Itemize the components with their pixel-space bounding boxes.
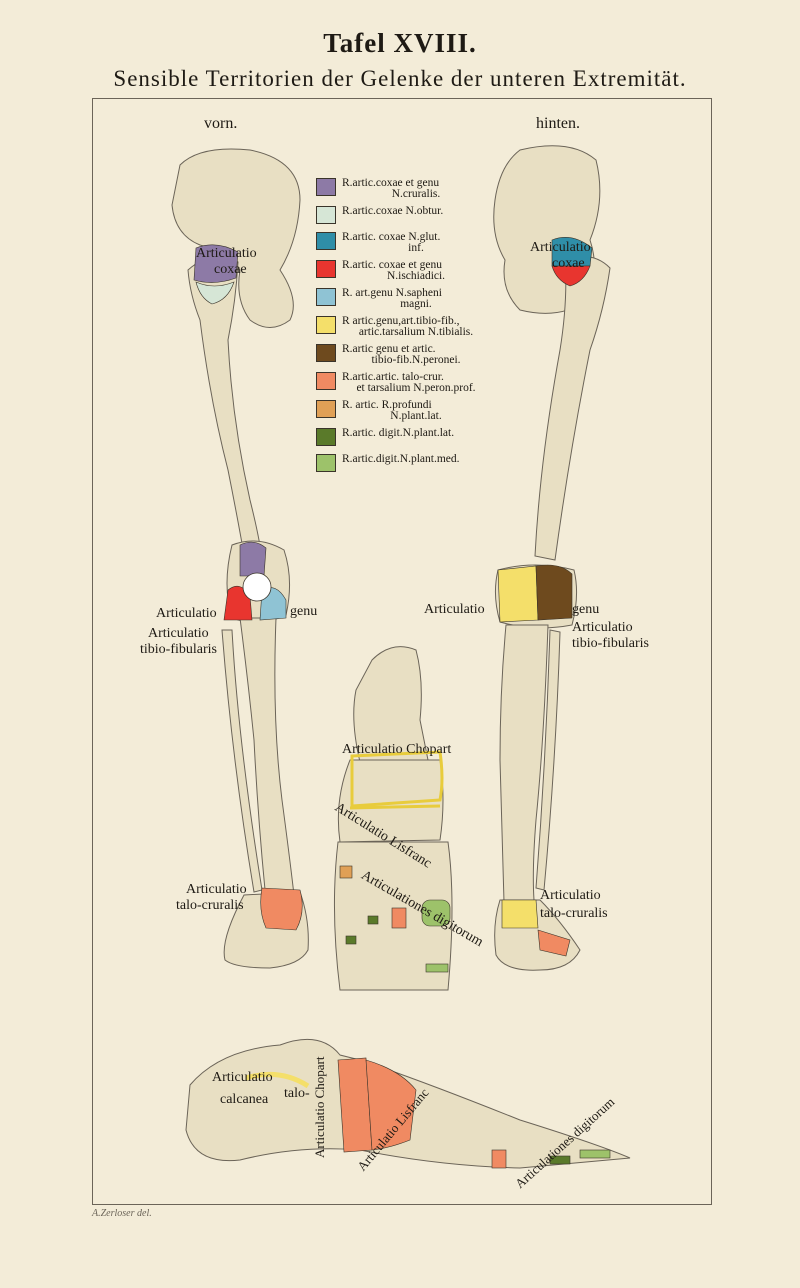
- legend-label: R.artic.coxae et genu: [342, 177, 440, 189]
- plantar-digit-green-1: [421, 899, 451, 927]
- label-coxae-back-2: coxae: [552, 256, 585, 271]
- plantar-digit-orange-2: [339, 865, 353, 879]
- legend-label-line2: tibio-fib.N.peronei.: [371, 354, 461, 366]
- label-chopart: Articulatio Chopart: [342, 742, 452, 757]
- label-side-chopart: Articulatio Chopart: [312, 1056, 327, 1158]
- label-side-talocalc-1: Articulatio: [212, 1070, 273, 1085]
- legend-swatch: [316, 288, 336, 306]
- legend-label: R.artic. digit.N.plant.lat.: [342, 427, 455, 439]
- label-talocrural-back-1: Articulatio: [540, 888, 601, 903]
- label-genu-back-1: Articulatio: [424, 602, 485, 617]
- front-coxae-purple: [193, 244, 239, 283]
- plantar-chopart-yellow: [350, 750, 444, 808]
- legend-label-line2: et tarsalium N.peron.prof.: [356, 382, 476, 394]
- label-tibiofib-back-1: Articulatio: [572, 620, 633, 635]
- label-coxae-front-2: coxae: [214, 262, 247, 277]
- back-genu-yellow: [497, 565, 539, 623]
- legend-label-line2: N.cruralis.: [391, 188, 441, 200]
- plantar-foot: [333, 646, 453, 991]
- legend-label: R. artic. R.profundi: [342, 399, 432, 411]
- back-coxae-red: [551, 265, 591, 287]
- plantar-lisfranc-yellow: [349, 804, 441, 810]
- plantar-calcaneus: [353, 646, 429, 763]
- view-back-label: hinten.: [536, 115, 580, 132]
- view-front-label: vorn.: [204, 115, 238, 132]
- label-coxae-front-1: Articulatio: [196, 246, 257, 261]
- label-coxae-back-1: Articulatio: [530, 240, 591, 255]
- back-coxae-blue: [551, 237, 593, 267]
- legend-label: R.artic.coxae N.obtur.: [342, 205, 444, 217]
- plate-title: Tafel XVIII.: [323, 28, 477, 58]
- front-patella: [242, 572, 272, 602]
- legend-item: R.artic.digit.N.plant.med.: [312, 453, 490, 474]
- artist-credit: A.Zerloser del.: [92, 1208, 152, 1219]
- front-coxae-pale: [195, 281, 235, 305]
- legend-swatch: [316, 344, 336, 362]
- label-talocrural-front-2: talo-cruralis: [176, 898, 244, 913]
- legend-label-line2: N.ischiadici.: [386, 270, 446, 282]
- legend-label: R. art.genu N.sapheni: [342, 287, 442, 299]
- side-talocalc-yellow: [245, 1071, 310, 1089]
- side-digit-green: [579, 1149, 611, 1159]
- legend-item: R.artic genu et artic.tibio-fib.N.perone…: [312, 343, 490, 366]
- plantar-digit-green-2: [425, 963, 449, 973]
- label-talocrural-front-1: Articulatio: [186, 882, 247, 897]
- label-tibiofib-back-2: tibio-fibularis: [572, 636, 649, 651]
- plate-frame: [92, 98, 712, 1205]
- legend-swatch: [316, 454, 336, 472]
- legend-swatch: [316, 178, 336, 196]
- side-digit-orange: [491, 1149, 507, 1169]
- legend-item: R.artic.coxae N.obtur.: [312, 205, 490, 226]
- back-genu-brown: [535, 564, 573, 621]
- plate-subtitle: Sensible Territorien der Gelenke der unt…: [113, 66, 687, 91]
- legend-label: R.artic.digit.N.plant.med.: [342, 453, 460, 465]
- legend-swatch: [316, 428, 336, 446]
- legend-label: R artic.genu,art.tibio-fib.,: [342, 315, 460, 327]
- label-side-talocalc-3: calcanea: [220, 1092, 269, 1107]
- legend-item: R.artic. coxae N.glut.inf.: [312, 231, 490, 254]
- legend-item: R.artic.artic. talo-crur.et tarsalium N.…: [312, 371, 490, 394]
- legend-swatch: [316, 260, 336, 278]
- label-tibiofib-front-1: Articulatio: [148, 626, 209, 641]
- front-pelvis: [171, 148, 301, 328]
- legend-swatch: [316, 232, 336, 250]
- plantar-digit-dark-2: [367, 915, 379, 925]
- front-genu-purple: [239, 541, 267, 577]
- back-talocrural-yellow: [501, 899, 539, 929]
- legend-item: R.artic. digit.N.plant.lat.: [312, 427, 490, 448]
- front-talocrural: [260, 887, 303, 931]
- legend-item: R artic.genu,art.tibio-fib.,artic.tarsal…: [312, 315, 490, 338]
- side-tarsus-red: [365, 1059, 417, 1151]
- legend-label: R.artic. coxae N.glut.: [342, 231, 441, 243]
- side-digit-dark: [549, 1155, 571, 1165]
- label-side-talocalc-2: talo-: [284, 1086, 310, 1101]
- label-tibiofib-front-2: tibio-fibularis: [140, 642, 217, 657]
- label-genu-back-2: genu: [572, 602, 600, 617]
- legend-label-line2: inf.: [408, 242, 424, 254]
- back-fibula: [535, 629, 561, 891]
- legend-label-line2: magni.: [400, 298, 432, 310]
- legend-swatch: [316, 206, 336, 224]
- legend-label: R.artic genu et artic.: [342, 343, 436, 355]
- plantar-digit-orange-1: [391, 907, 407, 929]
- back-femur: [534, 255, 611, 561]
- back-talocrural-red: [537, 929, 571, 957]
- legend-label-line2: artic.tarsalium N.tibialis.: [358, 326, 474, 338]
- legend-label: R.artic. coxae et genu: [342, 259, 442, 271]
- legend-swatch: [316, 316, 336, 334]
- label-genu-front-1: Articulatio: [156, 606, 217, 621]
- legend-swatch: [316, 400, 336, 418]
- legend-label: R.artic.artic. talo-crur.: [342, 371, 444, 383]
- label-talocrural-back-2: talo-cruralis: [540, 906, 608, 921]
- legend-swatch: [316, 372, 336, 390]
- plantar-digit-dark-1: [345, 935, 357, 945]
- label-genu-front-2: genu: [290, 604, 318, 619]
- legend-label-line2: N.plant.lat.: [390, 410, 442, 422]
